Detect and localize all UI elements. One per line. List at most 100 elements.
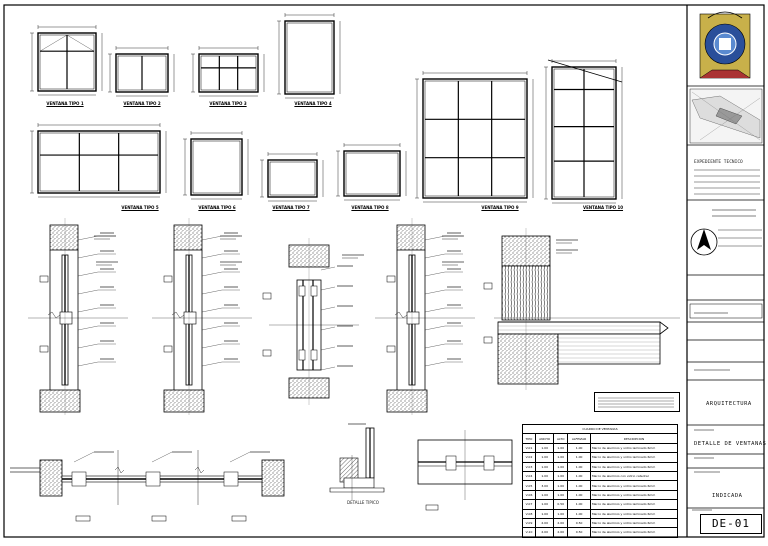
table-cell: V-02 (522, 452, 536, 463)
table-cell: 1.00 (567, 508, 591, 519)
table-header: ANCHO (534, 433, 555, 444)
table-header: ALFEIZAR (567, 433, 591, 444)
table-cell: V-06 (522, 489, 536, 501)
table-cell: 1.00 (567, 470, 591, 482)
tb-field-3: DETALLE DE VENTANAS (694, 441, 767, 447)
typical-detail (329, 423, 385, 500)
window-elevation-2 (108, 46, 175, 97)
table-header: DESCRIPCION (589, 433, 679, 444)
table-cell: 1.00 (534, 461, 555, 472)
window-label-9: VENTANA TIPO 9 (481, 205, 519, 210)
table-header: ALTO (553, 433, 569, 444)
north-arrow-icon (690, 228, 718, 256)
window-elevation-1 (30, 25, 103, 96)
tb-field-4: INDICADA (712, 493, 743, 499)
table-cell: 2.00 (553, 517, 569, 529)
window-schedule-table: CUADRO DE VENTANAS TIPO ANCHO ALTO ALFEI… (522, 423, 679, 538)
table-cell: 3.00 (534, 480, 555, 491)
window-elevation-7 (260, 152, 324, 202)
wall-section-center (262, 238, 359, 405)
table-cell: 2.00 (553, 527, 569, 538)
table-cell: 1.00 (534, 470, 555, 482)
table-cell: 0.50 (567, 517, 591, 529)
table-cell: 1.00 (553, 508, 569, 519)
table-cell: V-04 (522, 470, 536, 482)
tb-field-2: ARQUITECTURA (706, 401, 752, 407)
wall-section (152, 218, 252, 415)
table-cell: 1.00 (534, 452, 555, 463)
table-cell: Marco de aluminio y vidrio laminado 6mm (589, 489, 679, 501)
window-label-4: VENTANA TIPO 4 (294, 101, 332, 106)
window-label-2: VENTANA TIPO 2 (123, 101, 161, 106)
window-elevation-8 (336, 143, 407, 201)
tb-field-1: EXPEDIENTE TECNICO (694, 160, 743, 165)
table-cell: 1.00 (567, 480, 591, 491)
wall-section (375, 218, 475, 415)
table-cell: V-01 (522, 442, 536, 454)
table-cell: Marco de aluminio y vidrio laminado 6mm (589, 461, 679, 472)
window-elevation-5 (30, 123, 167, 198)
table-cell: V-03 (522, 461, 536, 472)
window-label-10: VENTANA TIPO 10 (582, 205, 624, 210)
table-cell: 1.00 (534, 508, 555, 519)
annotation-marks (94, 235, 674, 408)
table-cell: 1.00 (534, 499, 555, 510)
window-elevation-4 (277, 13, 341, 99)
table-cell: Marco de aluminio con vidrio catedral (589, 470, 679, 482)
table-cell: 1.00 (567, 499, 591, 510)
table-cell: V-05 (522, 480, 536, 491)
location-map (689, 88, 763, 144)
title-block-graphics (687, 11, 764, 511)
table-cell: 1.00 (534, 489, 555, 501)
table-cell: 1.00 (567, 489, 591, 501)
table-cell: 1.00 (553, 489, 569, 501)
window-elevation-6 (183, 131, 249, 200)
notes-box (594, 392, 680, 412)
table-title: CUADRO DE VENTANAS (522, 423, 678, 435)
wall-sections (28, 218, 680, 415)
table-cell: 2.00 (534, 527, 555, 538)
table-cell: 1.00 (567, 461, 591, 472)
table-cell: 1.00 (553, 461, 569, 472)
plan-detail-strip (10, 450, 285, 522)
table-cell: V-10 (522, 527, 536, 538)
table-cell: 1.00 (534, 442, 555, 454)
table-cell: 0.50 (567, 527, 591, 538)
table-cell: Marco de aluminio y vidrio laminado 6mm (589, 517, 679, 529)
table-header: TIPO (522, 433, 536, 444)
window-label-7: VENTANA TIPO 7 (272, 205, 310, 210)
table-cell: V-09 (522, 517, 536, 529)
table-header-row: TIPO ANCHO ALTO ALFEIZAR DESCRIPCION (522, 433, 679, 444)
table-cell: Marco de aluminio y vidrio laminado 6mm (589, 508, 679, 519)
table-cell: 2.00 (534, 517, 555, 529)
bottom-details (10, 423, 513, 522)
window-elevation-3 (191, 46, 265, 97)
university-logo (699, 11, 751, 79)
table-cell: 0.50 (553, 499, 569, 510)
table-cell: 1.00 (553, 470, 569, 482)
plan-detail-small (417, 430, 513, 511)
table-cell: 1.00 (553, 480, 569, 491)
sheet-code: DE-01 (700, 514, 762, 534)
window-label-1: VENTANA TIPO 1 (46, 101, 84, 106)
title-block-frame (687, 11, 764, 511)
table-cell: Marco de aluminio y vidrio laminado 6mm (589, 442, 679, 454)
wall-section (28, 218, 128, 415)
table-cell: 1.00 (567, 452, 591, 463)
table-cell: V-08 (522, 508, 536, 519)
table-cell: 1.00 (553, 442, 569, 454)
window-label-3: VENTANA TIPO 3 (209, 101, 247, 106)
window-label-5: VENTANA TIPO 5 (121, 205, 159, 210)
